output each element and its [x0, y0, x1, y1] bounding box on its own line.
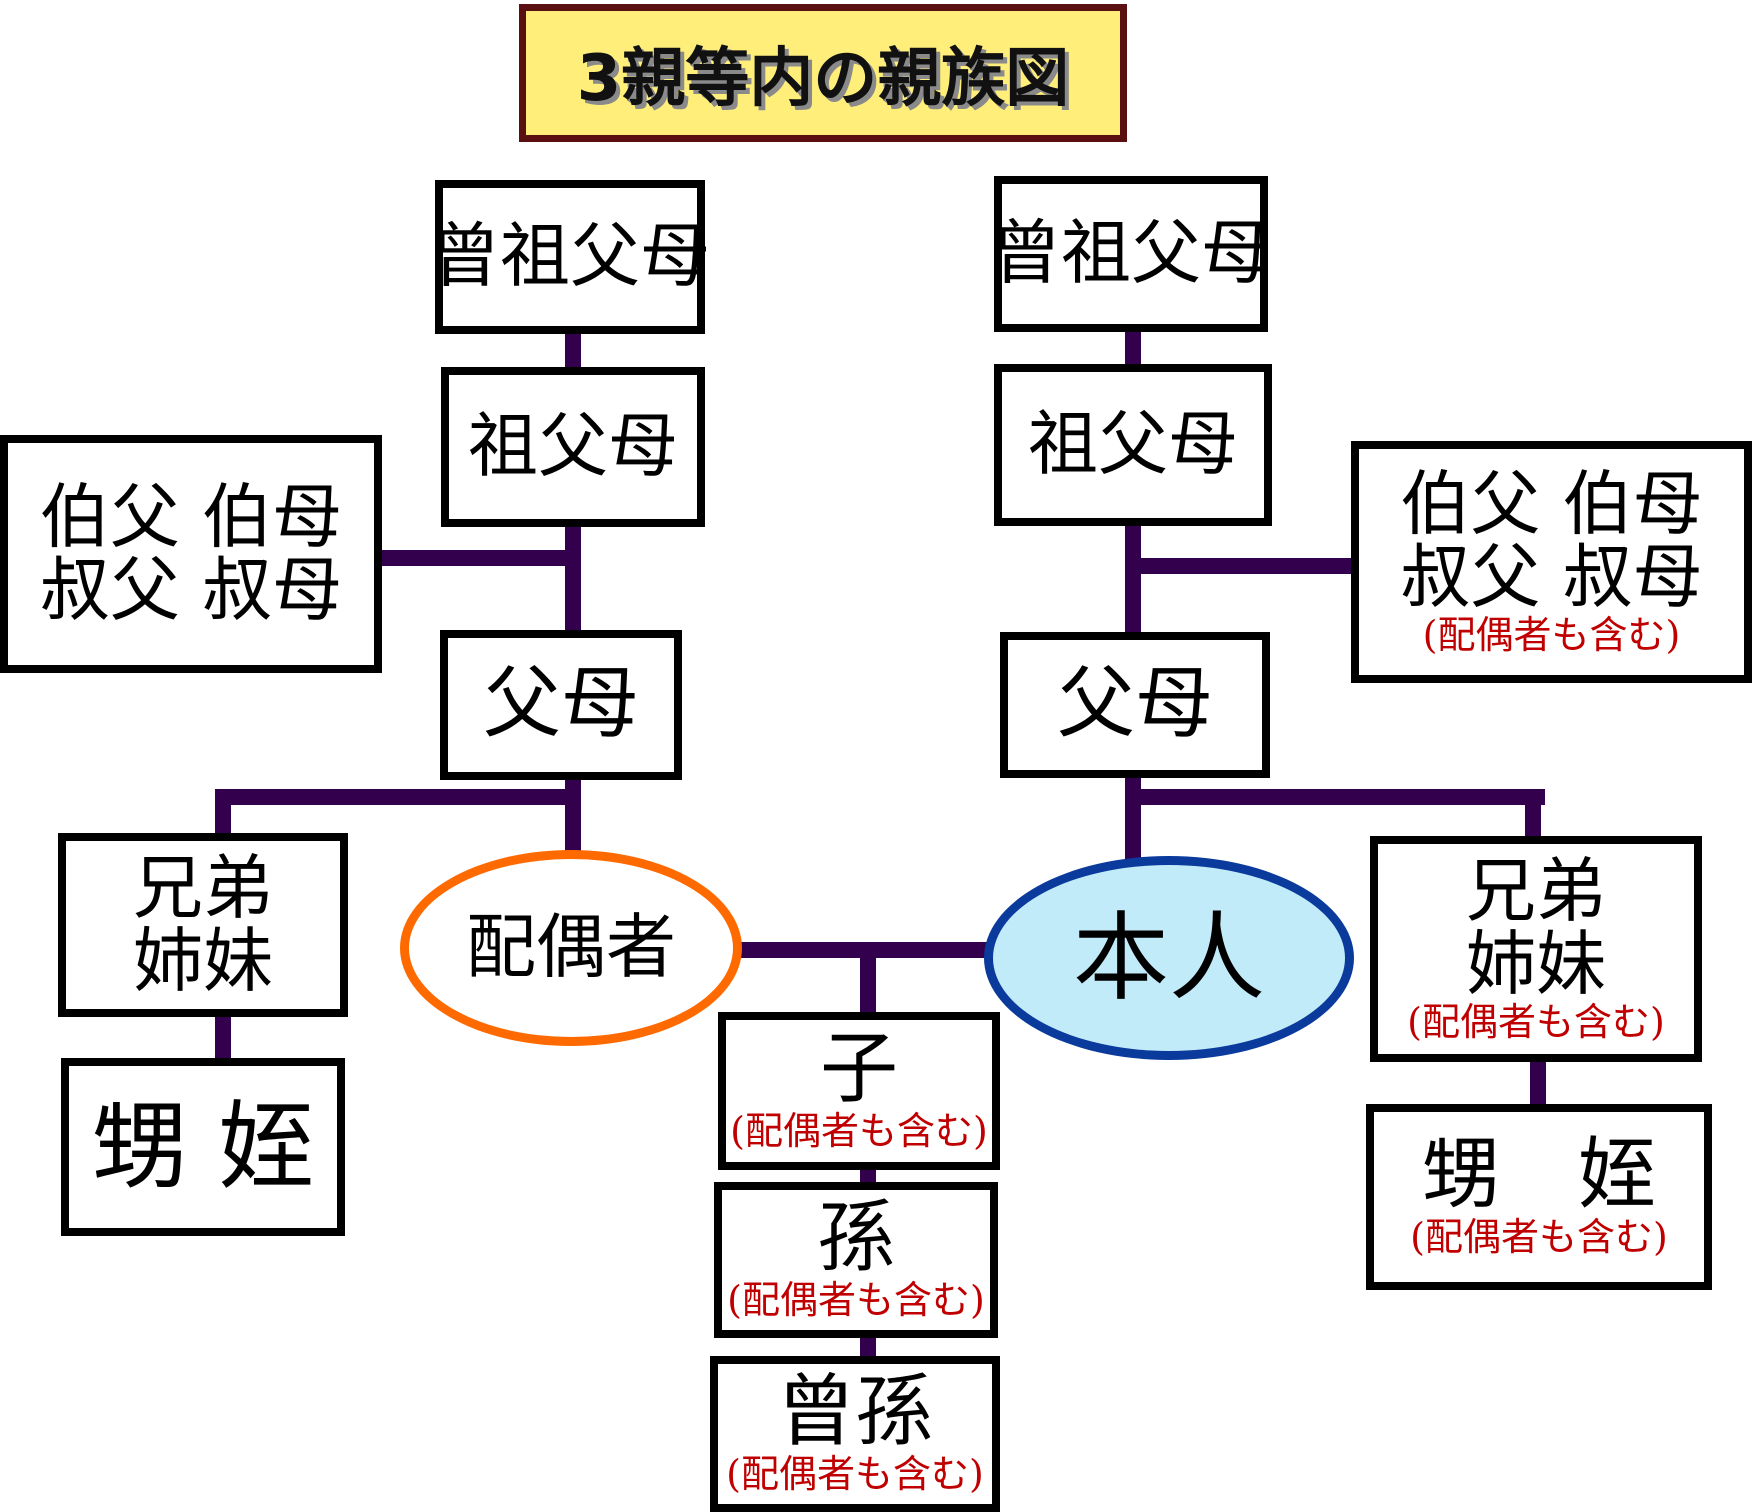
self-uncles-aunts-label-1: 伯父 伯母	[1400, 462, 1703, 545]
spouse-grandparents-label: 祖父母	[468, 405, 678, 488]
great-grandchildren-label: 曾孫	[776, 1367, 933, 1458]
grandchildren-note: (配偶者も含む)	[727, 1278, 985, 1323]
self-siblings-label-1: 兄弟	[1466, 849, 1606, 932]
grandchildren-label: 孫	[816, 1193, 895, 1284]
self-oval: 本人	[984, 856, 1354, 1060]
spouse-siblings-box: 兄弟 姉妹	[58, 833, 348, 1017]
self-nephews-nieces-note: (配偶者も含む)	[1410, 1215, 1668, 1260]
self-uncles-aunts-note: (配偶者も含む)	[1422, 612, 1681, 657]
page-title: 3親等内の親族図	[519, 4, 1127, 142]
children-note: (配偶者も含む)	[730, 1109, 988, 1154]
children-box: 子 (配偶者も含む)	[718, 1012, 1000, 1170]
spouse-uncles-aunts-label-2: 叔父 叔母	[39, 549, 343, 631]
spouse-great-grandparents-box: 曾祖父母	[430, 180, 710, 334]
spouse-uncles-aunts-label-1: 伯父 伯母	[39, 475, 343, 558]
self-great-grandparents-label: 曾祖父母	[991, 212, 1271, 295]
self-siblings-note: (配偶者も含む)	[1407, 999, 1665, 1044]
spouse-nephews-nieces-box: 甥 姪	[61, 1058, 345, 1236]
spouse-parents-label: 父母	[482, 659, 639, 750]
spouse-oval: 配偶者	[400, 850, 742, 1046]
spouse-nephews-nieces-label: 甥 姪	[91, 1090, 315, 1203]
self-nephews-nieces-box: 甥 姪 (配偶者も含む)	[1366, 1104, 1712, 1290]
self-parents-box: 父母	[1000, 632, 1270, 778]
self-parents-label: 父母	[1056, 659, 1213, 750]
spouse-parents-box: 父母	[440, 630, 682, 780]
grandchildren-box: 孫 (配偶者も含む)	[714, 1182, 998, 1338]
self-siblings-box: 兄弟 姉妹 (配偶者も含む)	[1370, 836, 1702, 1062]
spouse-siblings-label-1: 兄弟	[133, 846, 273, 929]
spouse-siblings-label-2: 姉妹	[133, 920, 273, 1002]
self-siblings-label-2: 姉妹	[1466, 923, 1606, 1006]
spouse-great-grandparents-label: 曾祖父母	[430, 215, 710, 298]
spouse-label: 配偶者	[466, 906, 676, 989]
self-nephews-nieces-label: 甥 姪	[1421, 1130, 1656, 1221]
self-uncles-aunts-box: 伯父 伯母 叔父 叔母 (配偶者も含む)	[1351, 441, 1752, 683]
spouse-uncles-aunts-box: 伯父 伯母 叔父 叔母	[0, 435, 382, 673]
great-grandchildren-box: 曾孫 (配偶者も含む)	[710, 1356, 1000, 1512]
great-grandchildren-note: (配偶者も含む)	[726, 1452, 984, 1497]
self-great-grandparents-box: 曾祖父母	[991, 176, 1271, 332]
self-grandparents-label: 祖父母	[1028, 403, 1238, 486]
children-label: 子	[819, 1024, 898, 1115]
self-label: 本人	[1073, 901, 1265, 1014]
self-uncles-aunts-label-2: 叔父 叔母	[1400, 536, 1703, 619]
spouse-grandparents-box: 祖父母	[441, 367, 705, 527]
self-grandparents-box: 祖父母	[994, 364, 1272, 526]
